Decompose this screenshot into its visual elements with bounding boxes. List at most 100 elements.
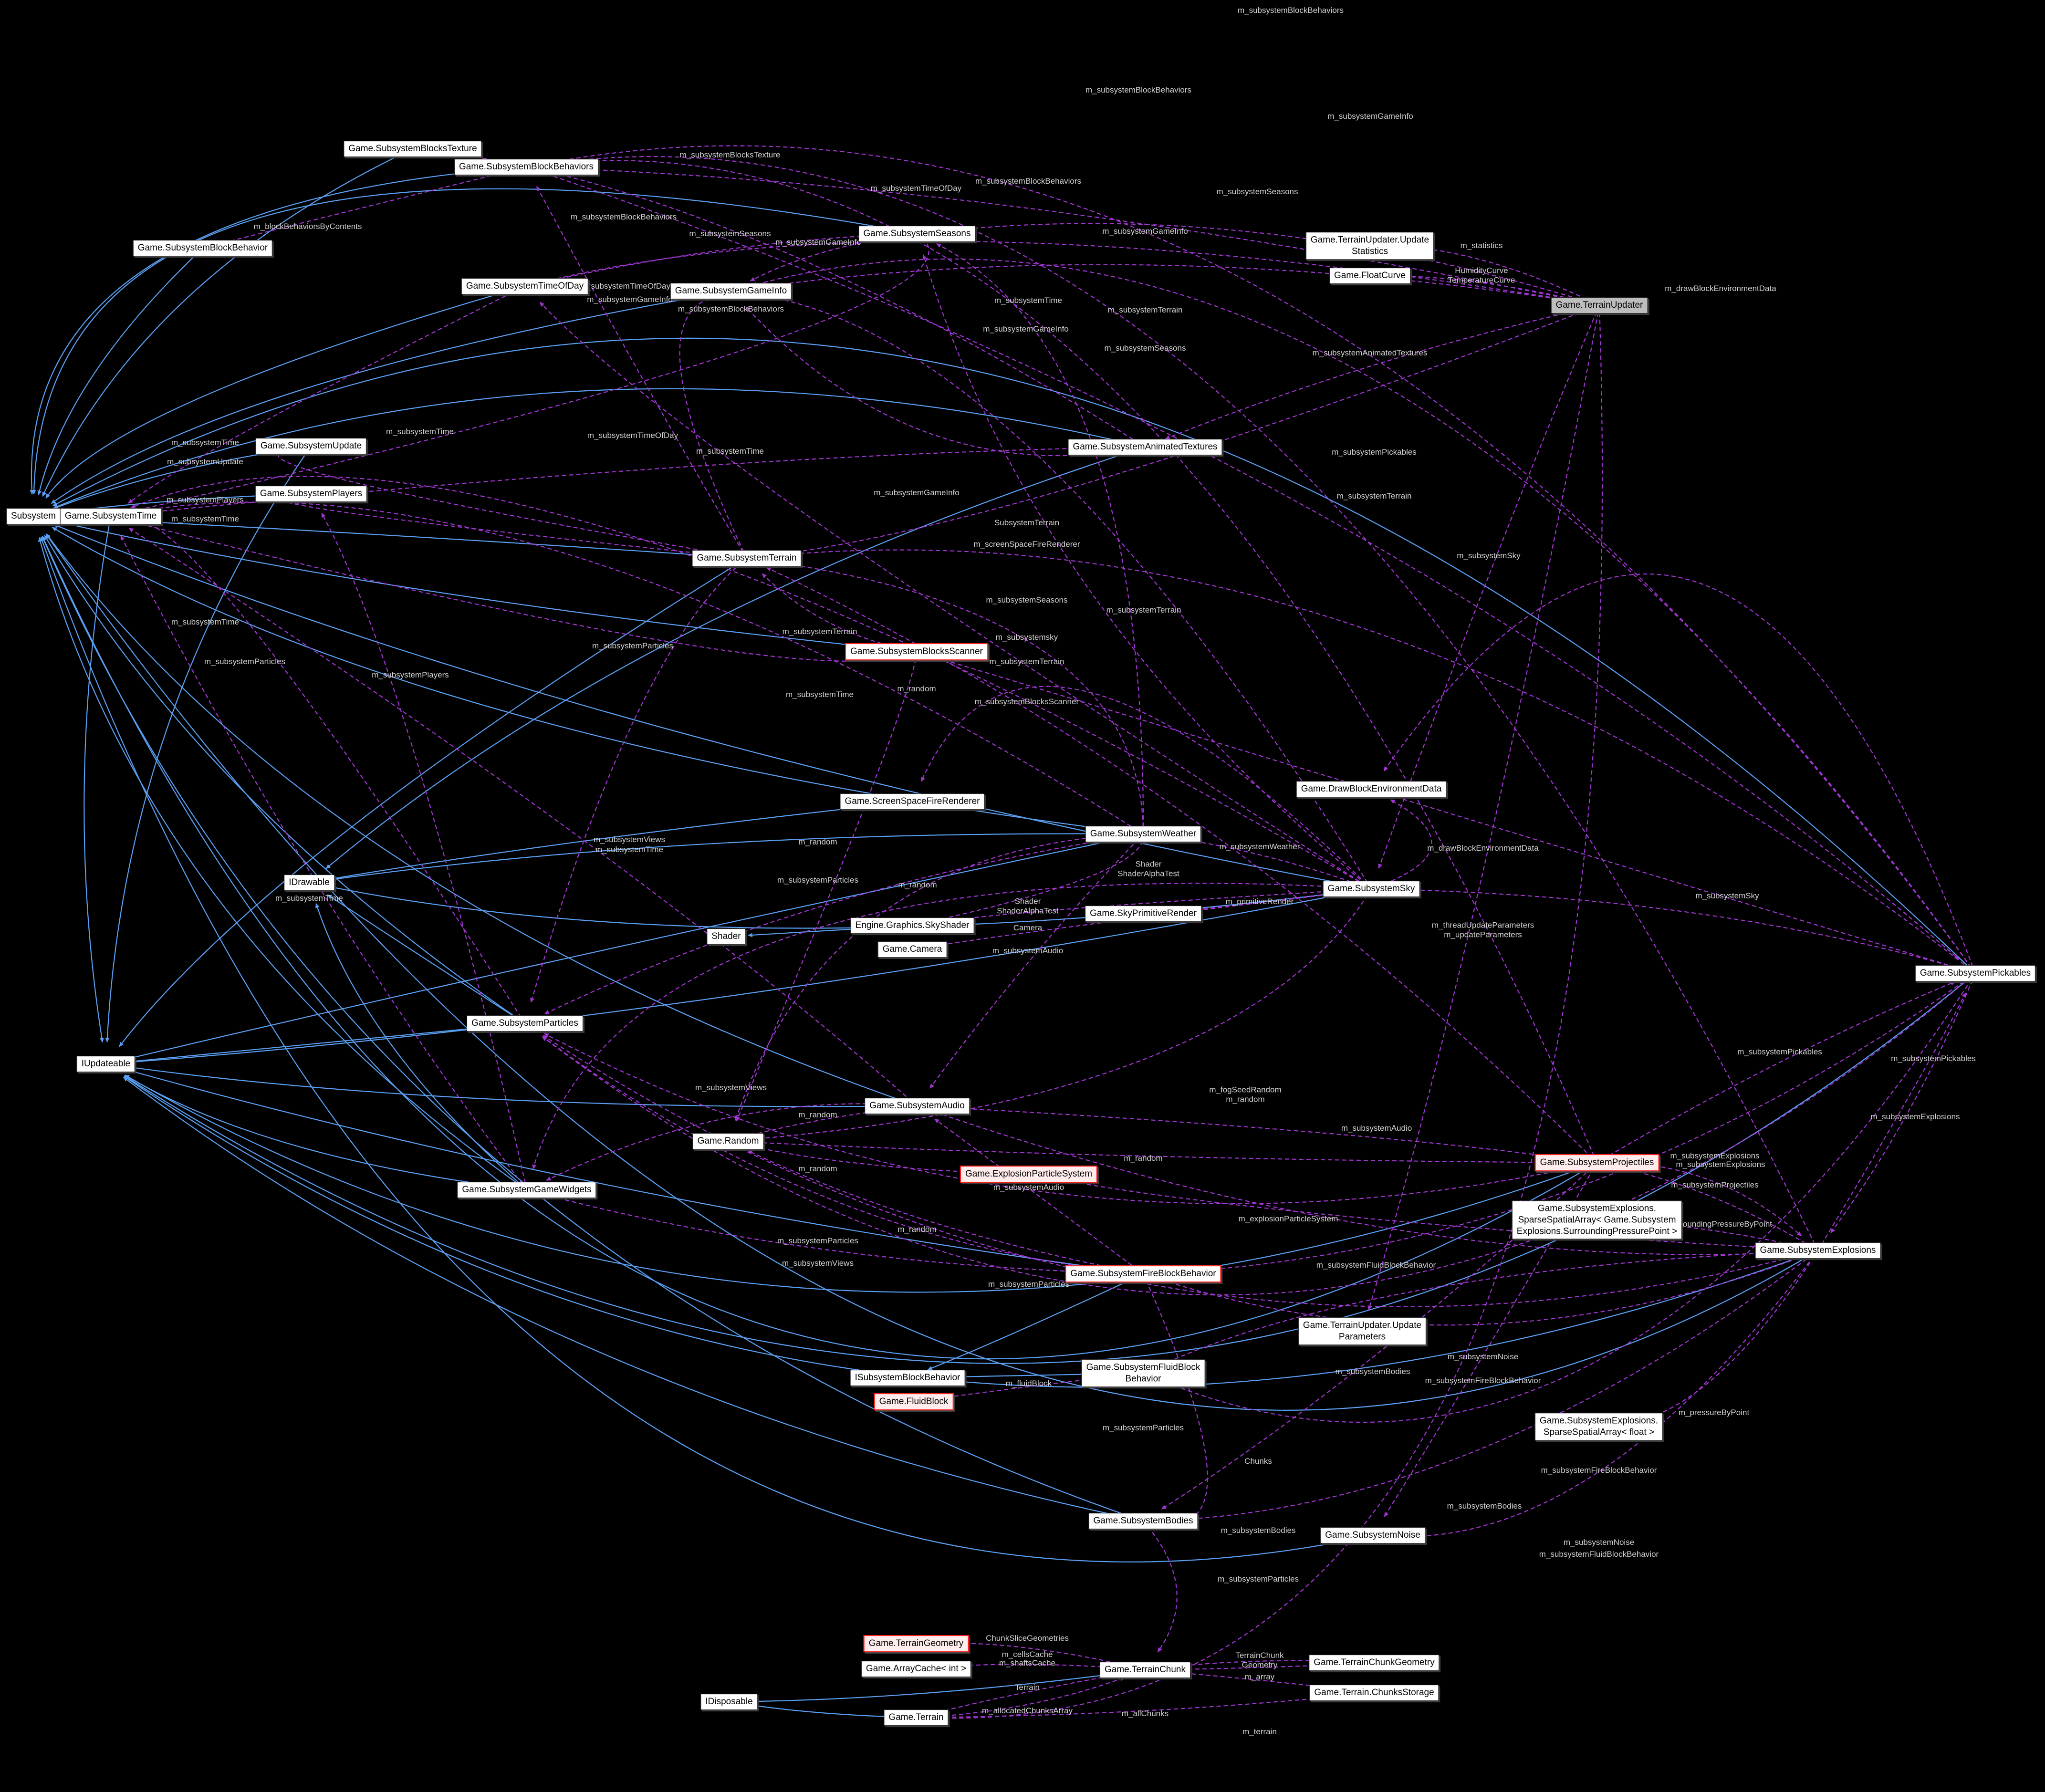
usage-edge-terrainUpdater-to-animTex <box>1165 304 1600 439</box>
graph-node-ssfr[interactable]: Game.ScreenSpaceFireRenderer <box>840 793 985 810</box>
graph-node-bodies[interactable]: Game.SubsystemBodies <box>1088 1513 1198 1529</box>
usage-edge-pickables-to-fire <box>1164 973 1976 1275</box>
graph-node-skyPrim[interactable]: Game.SkyPrimitiveRender <box>1085 906 1201 922</box>
graph-node-fluid[interactable]: Game.SubsystemFluidBlock Behavior <box>1081 1359 1205 1387</box>
graph-node-time[interactable]: Game.SubsystemTime <box>60 508 162 524</box>
usage-edge-pickables-to-fluid <box>1163 973 1976 1423</box>
graph-node-sky[interactable]: Game.SubsystemSky <box>1323 881 1420 897</box>
usage-edge-pickables-to-gameInfo <box>751 258 1976 974</box>
usage-edge-sky-to-gameInfo <box>752 292 1372 889</box>
graph-node-pickables[interactable]: Game.SubsystemPickables <box>1915 965 2036 981</box>
inheritance-edge-animTex-to-subsystem <box>53 388 1146 509</box>
usage-edge-explosions-to-sparseFloat <box>1620 1250 1818 1426</box>
graph-node-noise[interactable]: Game.SubsystemNoise <box>1320 1527 1425 1543</box>
usage-edge-weather-to-skyShader <box>933 833 1144 922</box>
graph-node-updStats[interactable]: Game.TerrainUpdater.Update Statistics <box>1305 232 1434 260</box>
graph-node-arrayCache[interactable]: Game.ArrayCache< int > <box>861 1661 971 1677</box>
graph-node-tcGeom[interactable]: Game.TerrainChunkGeometry <box>1309 1655 1440 1671</box>
inheritance-edge-blocksTexture-to-subsystem <box>42 148 413 497</box>
graph-node-animTex[interactable]: Game.SubsystemAnimatedTextures <box>1068 439 1222 455</box>
inheritance-edge-gameInfo-to-subsystem <box>51 290 731 504</box>
usage-edge-terrainUpdater-to-gterrain <box>937 305 1603 1720</box>
graph-node-sparseFloat[interactable]: Game.SubsystemExplosions. SparseSpatialA… <box>1534 1413 1663 1440</box>
graph-node-gameWidgets[interactable]: Game.SubsystemGameWidgets <box>457 1182 596 1198</box>
usage-edge-terrainUpdater-to-sky <box>1378 305 1600 869</box>
graph-node-seasons[interactable]: Game.SubsystemSeasons <box>858 226 976 242</box>
usage-edge-terrainUpdater-to-terrain <box>768 304 1600 557</box>
inheritance-edge-terrain-to-iupdateable <box>119 558 747 1047</box>
graph-node-players[interactable]: Game.SubsystemPlayers <box>255 486 367 502</box>
usage-edge-fire-to-gameWidgets <box>547 1194 1144 1275</box>
graph-node-projectiles[interactable]: Game.SubsystemProjectiles <box>1534 1154 1659 1171</box>
usage-edge-blockBehaviors-to-blockBehavior <box>223 166 527 244</box>
usage-edge-blocksScanner-to-random <box>736 651 918 1122</box>
graph-node-floatCurve[interactable]: Game.FloatCurve <box>1329 268 1410 284</box>
graph-node-iupdateable[interactable]: IUpdateable <box>76 1056 136 1072</box>
graph-node-terrainUpdater[interactable]: Game.TerrainUpdater <box>1551 297 1648 313</box>
usage-edge-seasons-to-gameInfo <box>750 233 918 281</box>
usage-edge-terrain-to-players <box>277 493 747 559</box>
graph-node-idrawable[interactable]: IDrawable <box>284 875 334 891</box>
usage-edge-audio-to-gameWidgets <box>546 1103 918 1181</box>
graph-node-weather[interactable]: Game.SubsystemWeather <box>1085 826 1201 842</box>
inheritance-edge-update-to-iupdateable <box>105 446 312 1043</box>
usage-edge-sky-to-seasons <box>922 254 1372 889</box>
graph-node-blockBehaviors[interactable]: Game.SubsystemBlockBehaviors <box>454 159 598 175</box>
usage-edge-gterrain-to-chunksStorage <box>916 1693 1353 1719</box>
inheritance-edge-projectiles-to-subsystem <box>42 535 1597 1360</box>
usage-edge-weather-to-time <box>132 501 1144 834</box>
graph-node-particles[interactable]: Game.SubsystemParticles <box>467 1015 583 1031</box>
graph-node-blocksTexture[interactable]: Game.SubsystemBlocksTexture <box>344 141 482 157</box>
graph-node-shader[interactable]: Shader <box>707 928 746 945</box>
usage-edge-fire-to-bodies <box>1142 1273 1208 1526</box>
usage-edge-pickables-to-particles <box>542 973 1976 1296</box>
usage-edge-terrainUpdater-to-blockBehaviors <box>547 166 1600 306</box>
usage-edge-fire-to-random <box>747 1150 1144 1275</box>
graph-node-sparseSPP[interactable]: Game.SubsystemExplosions. SparseSpatialA… <box>1512 1200 1682 1240</box>
graph-node-gterrain[interactable]: Game.Terrain <box>884 1709 949 1726</box>
graph-node-terrainGeom[interactable]: Game.TerrainGeometry <box>863 1635 969 1652</box>
usage-edge-explosions-to-blockBehaviors <box>547 156 1818 1251</box>
usage-edge-gameWidgets-to-players <box>321 512 528 1190</box>
inheritance-edge-time-to-iupdateable <box>83 516 112 1043</box>
graph-node-blockBehavior[interactable]: Game.SubsystemBlockBehavior <box>133 240 273 256</box>
usage-edge-explosions-to-audio <box>937 1112 1818 1255</box>
usage-edge-explosions-to-fire <box>1163 1250 1818 1326</box>
graph-node-isbb[interactable]: ISubsystemBlockBehavior <box>850 1370 965 1386</box>
graph-node-explParticle[interactable]: Game.ExplosionParticleSystem <box>960 1166 1098 1183</box>
graph-node-timeOfDay[interactable]: Game.SubsystemTimeOfDay <box>461 278 589 294</box>
graph-node-dbed[interactable]: Game.DrawBlockEnvironmentData <box>1296 781 1447 797</box>
graph-node-explosions[interactable]: Game.SubsystemExplosions <box>1755 1242 1881 1259</box>
usage-edge-bodies-to-terrainChunk <box>1143 1521 1178 1653</box>
inheritance-edge-gameWidgets-to-subsystem <box>38 537 527 1190</box>
usage-edge-explosions-to-fluid <box>1163 1250 1818 1365</box>
usage-edge-sky-to-ssfr <box>920 686 1372 889</box>
usage-edge-projectiles-to-particles <box>543 1033 1597 1205</box>
inheritance-edge-terrainChunk-to-idisposable <box>750 1669 1146 1704</box>
usage-edge-weather-to-terrain <box>768 560 1144 834</box>
graph-node-terrainChunk[interactable]: Game.TerrainChunk <box>1099 1662 1191 1678</box>
graph-node-gameInfo[interactable]: Game.SubsystemGameInfo <box>670 283 792 299</box>
graph-node-fluidBlock[interactable]: Game.FluidBlock <box>874 1393 954 1410</box>
graph-node-fire[interactable]: Game.SubsystemFireBlockBehavior <box>1065 1265 1221 1282</box>
graph-node-updParams[interactable]: Game.TerrainUpdater.Update Parameters <box>1298 1317 1427 1345</box>
graph-node-update[interactable]: Game.SubsystemUpdate <box>255 438 367 454</box>
inheritance-edge-gameWidgets-to-iupdateable <box>124 1074 527 1191</box>
graph-node-random[interactable]: Game.Random <box>692 1133 764 1149</box>
graph-node-subsystem[interactable]: Subsystem <box>6 508 61 524</box>
usage-edge-fire-to-audio <box>934 1118 1144 1274</box>
graph-node-terrain[interactable]: Game.SubsystemTerrain <box>692 550 802 566</box>
inheritance-edge-weather-to-idrawable <box>330 833 1144 881</box>
graph-node-chunksStorage[interactable]: Game.Terrain.ChunksStorage <box>1309 1685 1439 1701</box>
graph-node-camera[interactable]: Game.Camera <box>877 941 947 958</box>
graph-node-idisposable[interactable]: IDisposable <box>700 1694 758 1710</box>
inheritance-edge-blockBehavior-to-subsystem <box>37 248 203 496</box>
graph-node-blocksScanner[interactable]: Game.SubsystemBlocksScanner <box>845 643 988 660</box>
graph-node-skyShader[interactable]: Engine.Graphics.SkyShader <box>850 917 974 934</box>
usage-edge-timeOfDay-to-time <box>128 286 525 504</box>
usage-edge-timeOfDay-to-seasons <box>524 232 896 287</box>
usage-edge-projectiles-to-terrain <box>766 567 1597 1163</box>
inheritance-edge-timeOfDay-to-subsystem <box>45 285 525 499</box>
graph-node-audio[interactable]: Game.SubsystemAudio <box>865 1098 970 1114</box>
